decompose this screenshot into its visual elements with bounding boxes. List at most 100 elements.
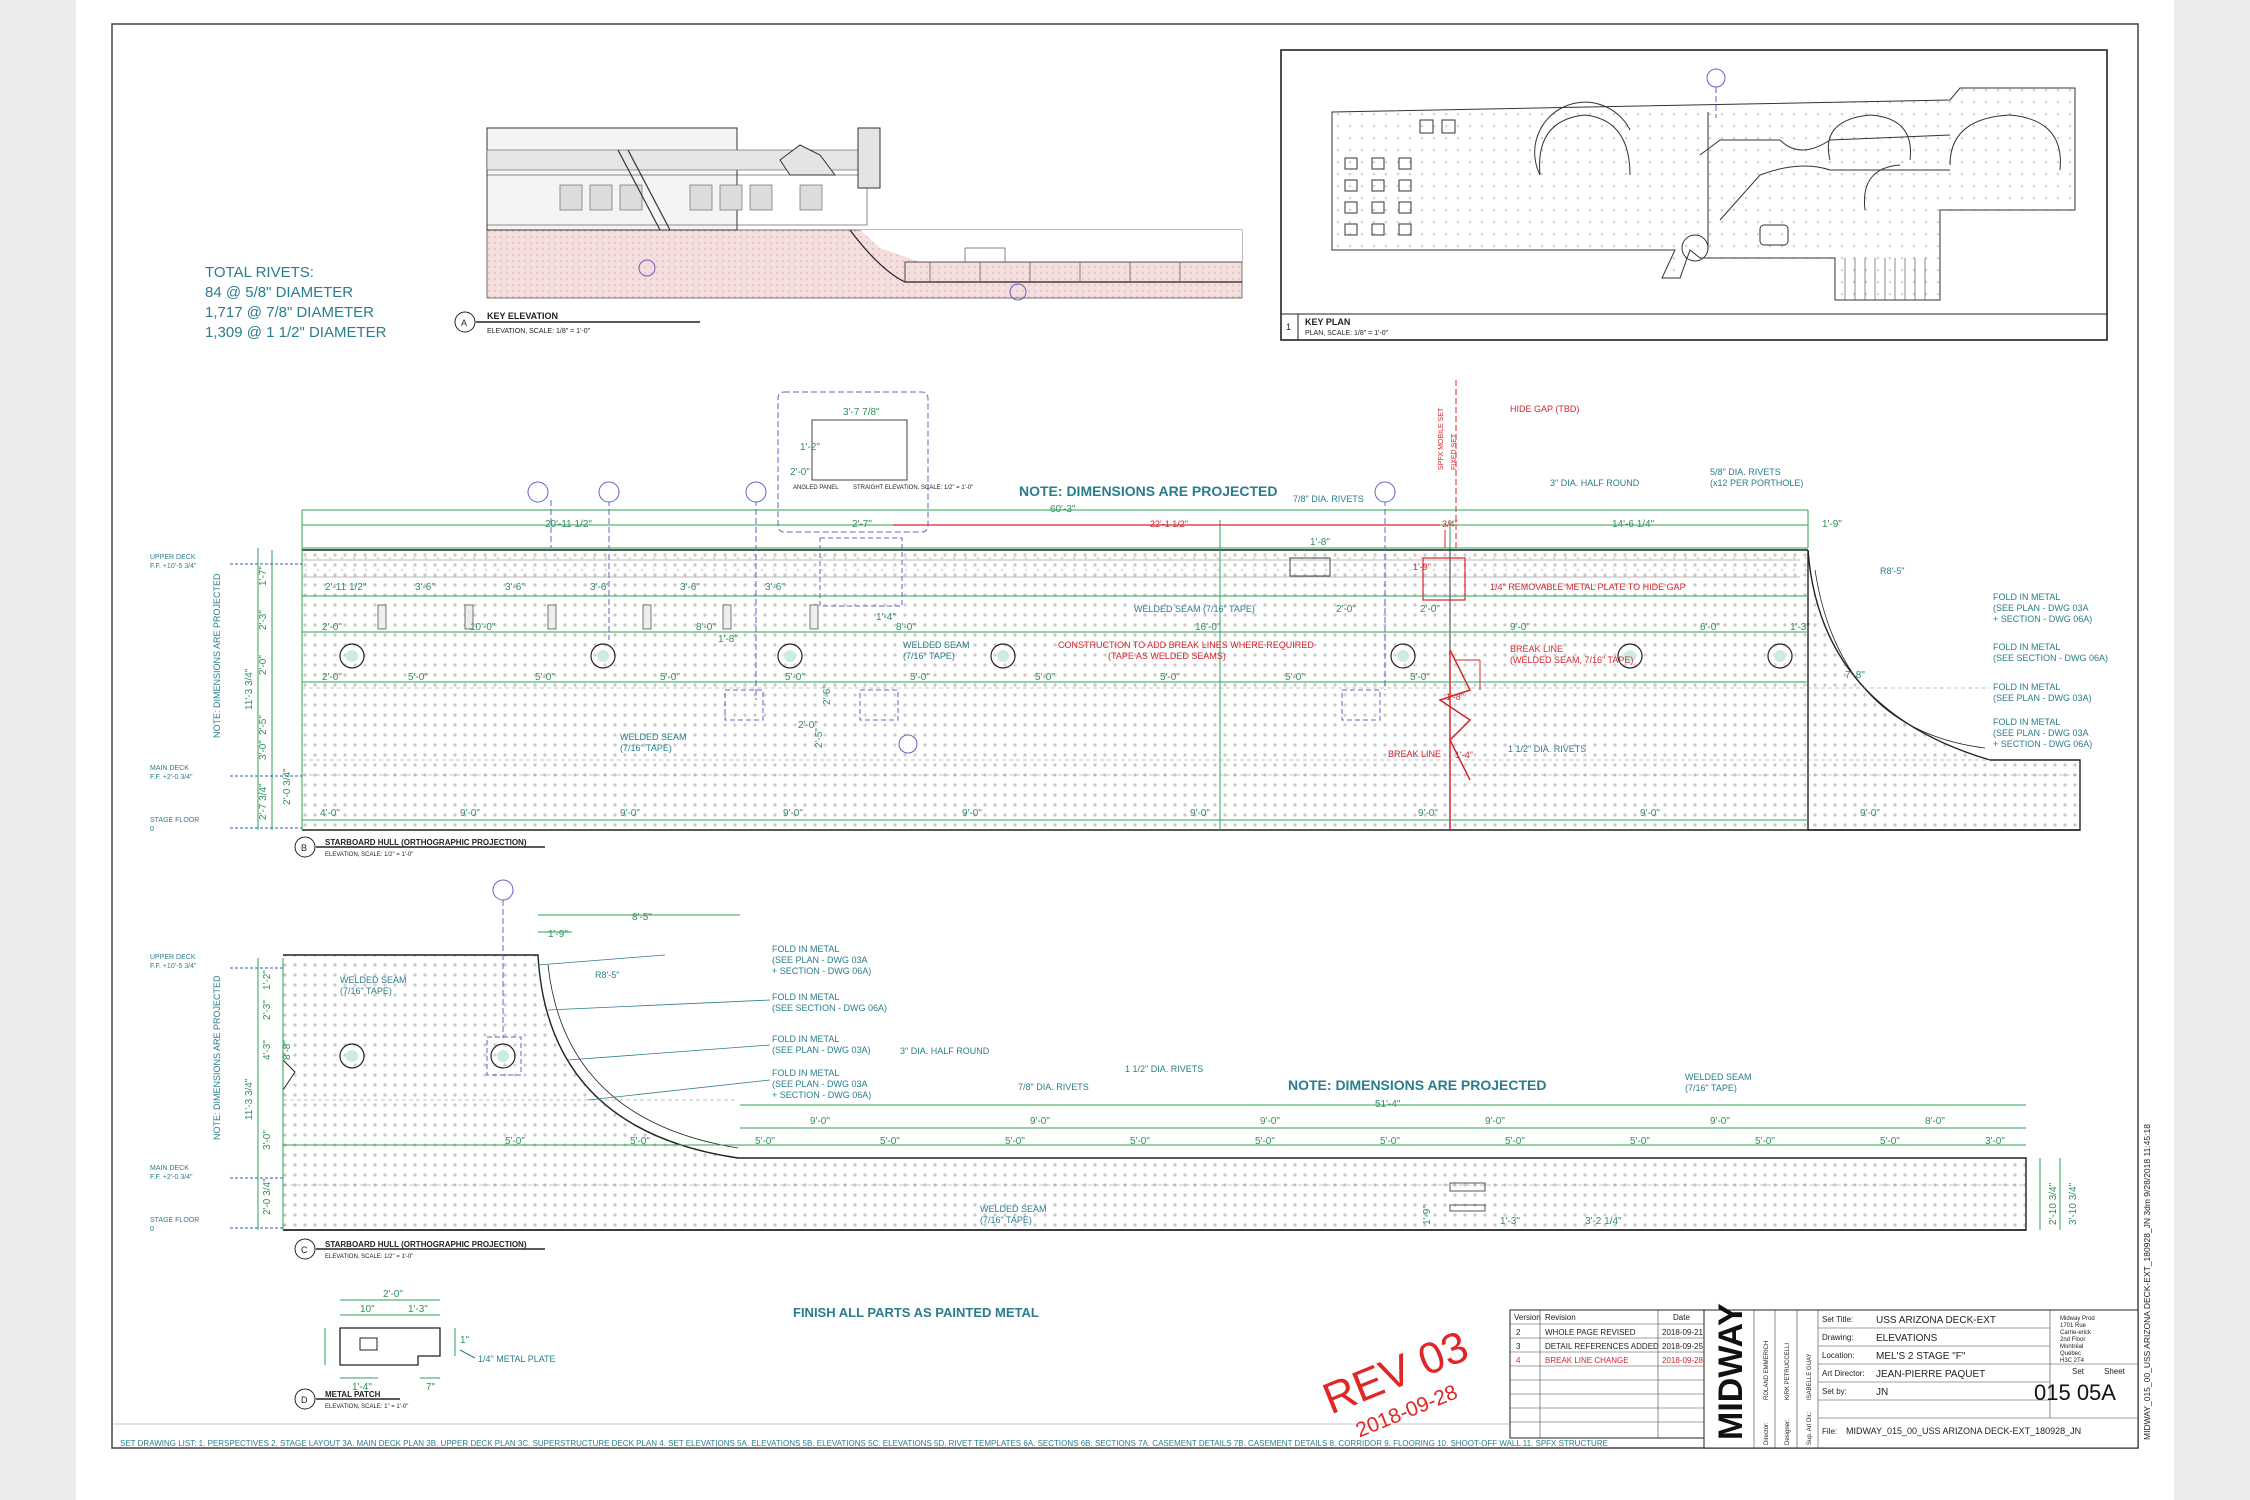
c-fold3b: (SEE PLAN - DWG 03A): [772, 1045, 871, 1055]
elevation-c-r1-3: 9'-0": [1260, 1116, 1280, 1127]
elevation-b-r3-6: 5'-0": [910, 672, 930, 683]
c-welded-b: (7/16" TAPE): [340, 986, 392, 996]
elevation-b-r1-9: 2'-0": [1336, 604, 1356, 615]
elevation-b-top-dim-3: 22'-1 1/2": [1150, 519, 1188, 529]
elevation-b-bottom-8: 9'-0": [1640, 808, 1660, 819]
view-id-a: A: [461, 318, 467, 328]
rev-row-1-date: 2018-09-21: [1662, 1328, 1703, 1337]
fold-b-1c: + SECTION - DWG 06A): [1993, 614, 2092, 624]
elevation-b-r3-9: 5'-0": [1285, 672, 1305, 683]
person-1: ROLAND EMMERICH: [1764, 1341, 1770, 1400]
elevation-c-dimensions: [230, 914, 2061, 1230]
level-c-upper: UPPER DECK: [150, 954, 196, 961]
drawing-list-bar: SET DRAWING LIST: 1. PERSPECTIVES 2. STA…: [112, 1423, 1608, 1448]
level-c-stage-value: 0: [150, 1226, 154, 1233]
drawing-name: ELEVATIONS: [1876, 1333, 1938, 1344]
rev-header-revision: Revision: [1545, 1313, 1576, 1322]
elevation-b-overall: 60'-3": [1050, 504, 1076, 515]
elevation-b-r3-1: 2'-0": [322, 672, 342, 683]
label-break-line: BREAK LINE: [1388, 749, 1441, 759]
fold-b-1a: FOLD IN METAL: [1993, 592, 2060, 602]
elevation-c-r1-1: 9'-0": [810, 1116, 830, 1127]
level-b-main: MAIN DECK: [150, 765, 189, 772]
elevation-c-r2-6: 5'-0": [1130, 1136, 1150, 1147]
patch-dim-1: 2'-0": [383, 1289, 403, 1300]
label-construction-2: (TAPE AS WELDED SEAMS): [1108, 651, 1226, 661]
file-name: MIDWAY_015_00_USS ARIZONA DECK-EXT_18092…: [1846, 1426, 2081, 1436]
elevation-b-v5: 3'-0": [258, 740, 269, 760]
elevation-b-r1-3: 3'-6": [505, 582, 525, 593]
side-file-stamp: MIDWAY_015_00_USS ARIZONA DECK-EXT_18092…: [2142, 1124, 2152, 1440]
elevation-b-v7: 2'-0 3/4": [282, 768, 293, 805]
elevation-b-side-note: NOTE: DIMENSIONS ARE PROJECTED: [212, 573, 222, 738]
elevation-b-bottom-4: 9'-0": [783, 808, 803, 819]
elevation-b-v1: 1'-7": [258, 566, 269, 586]
view-title-key-elevation: KEY ELEVATION: [487, 311, 558, 321]
elevation-c-r2-4: 5'-0": [880, 1136, 900, 1147]
set-number: 015 05A: [2034, 1380, 2116, 1405]
company-1: Midway Prod: [2060, 1316, 2095, 1322]
elevation-c-r2-9: 5'-0": [1505, 1136, 1525, 1147]
label-hide-gap: HIDE GAP (TBD): [1510, 404, 1579, 414]
elevation-c-v3: 4'-3": [262, 1040, 273, 1060]
angled-panel-dim-2: 1'-2": [800, 442, 820, 453]
elevation-b-r2-4: 8'-0": [896, 622, 916, 633]
level-b-main-value: F.F. +2'-0 3/4": [150, 774, 193, 781]
elevation-c-r2-2: 5'-0": [630, 1136, 650, 1147]
fold-b-1b: (SEE PLAN - DWG 03A: [1993, 603, 2089, 613]
c-fold1b: (SEE PLAN - DWG 03A: [772, 955, 868, 965]
elevation-c-overall: 51'-4": [1375, 1099, 1401, 1110]
metal-patch-drawing: 2'-0" 10" 1'-3" 1'-4" 7" 1" 1/4" METAL P…: [324, 1289, 556, 1393]
rev-row-1-revision: WHOLE PAGE REVISED: [1545, 1328, 1636, 1337]
c-fold1a: FOLD IN METAL: [772, 944, 839, 954]
elevation-c-r2-10: 5'-0": [1630, 1136, 1650, 1147]
elevation-b-r1-7: 1'-4": [876, 612, 896, 623]
level-b-upper: UPPER DECK: [150, 554, 196, 561]
elevation-c-r2-5: 5'-0": [1005, 1136, 1025, 1147]
key-plan-drawing: [1331, 68, 2076, 301]
role-3: Sup. Art Dir.:: [1807, 1411, 1813, 1445]
label-welded-tape: WELDED SEAM (7/16" TAPE): [1134, 604, 1255, 614]
rivet-line-1: 84 @ 5/8" DIAMETER: [205, 284, 353, 301]
revision-table: Version Revision Date 2 WHOLE PAGE REVIS…: [1509, 1309, 1705, 1439]
elevation-c-v8: 2'-10 3/4": [2048, 1182, 2059, 1225]
fold-b-2a: FOLD IN METAL: [1993, 642, 2060, 652]
c-fold4b: (SEE PLAN - DWG 03A: [772, 1079, 868, 1089]
company-4: 2nd Floor: [2060, 1337, 2085, 1343]
rev-row-3-revision: BREAK LINE CHANGE: [1545, 1356, 1629, 1365]
rivet-totals: TOTAL RIVETS: 84 @ 5/8" DIAMETER 1,717 @…: [205, 264, 387, 341]
elevation-c-r2-13: 3'-0": [1985, 1136, 2005, 1147]
elevation-b-r3-10: 5'-0": [1410, 672, 1430, 683]
c-fold1c: + SECTION - DWG 06A): [772, 966, 871, 976]
elevation-c-r2-11: 5'-0": [1755, 1136, 1775, 1147]
elevation-b-bottom-9: 9'-0": [1860, 808, 1880, 819]
elevation-b-bottom-6: 9'-0": [1190, 808, 1210, 819]
brand-logo: MIDWAY: [1712, 1303, 1750, 1440]
elevation-b-v3: 2'-0": [258, 655, 269, 675]
drawing-list: SET DRAWING LIST: 1. PERSPECTIVES 2. STA…: [120, 1439, 1608, 1448]
elevation-b-r2-1: 2'-0": [322, 622, 342, 633]
elevation-b-r3-5: 5'-0": [785, 672, 805, 683]
straight-elevation-label: STRAIGHT ELEVATION, SCALE: 1/2" = 1'-0": [853, 485, 973, 491]
c-welded2a: WELDED SEAM: [1685, 1072, 1752, 1082]
dim-2-0: 2'-0": [798, 720, 818, 731]
c-fold3a: FOLD IN METAL: [772, 1034, 839, 1044]
fold-b-2b: (SEE SECTION - DWG 06A): [1993, 653, 2108, 663]
patch-dim-6: 1": [460, 1335, 470, 1346]
elevation-b-top-dim-4: 3/4": [1442, 519, 1458, 529]
fold-b-4a: FOLD IN METAL: [1993, 717, 2060, 727]
c-rivets78: 7/8" DIA. RIVETS: [1018, 1082, 1089, 1092]
rev-header-version: Version: [1514, 1313, 1541, 1322]
key-elevation-drawing: [486, 127, 1243, 301]
set-by-label: Set by:: [1822, 1387, 1847, 1396]
title-block: MIDWAY ROLAND EMMERICH KIRK PETRUCCELLI …: [1703, 1303, 2139, 1449]
elevation-c-r1-5: 9'-0": [1710, 1116, 1730, 1127]
elevation-c-r1-4: 9'-0": [1485, 1116, 1505, 1127]
rivet-totals-title: TOTAL RIVETS:: [205, 264, 314, 281]
label-rivets58: 5/8" DIA. RIVETS: [1710, 467, 1781, 477]
elevation-b-text: NOTE: DIMENSIONS ARE PROJECTED 60'-3" 20…: [150, 404, 2108, 833]
view-scale-c: ELEVATION, SCALE: 1/2" = 1'-0": [325, 1254, 413, 1260]
level-c-upper-value: F.F. +10'-5 3/4": [150, 963, 197, 970]
patch-dim-4: 1'-4": [352, 1382, 372, 1393]
